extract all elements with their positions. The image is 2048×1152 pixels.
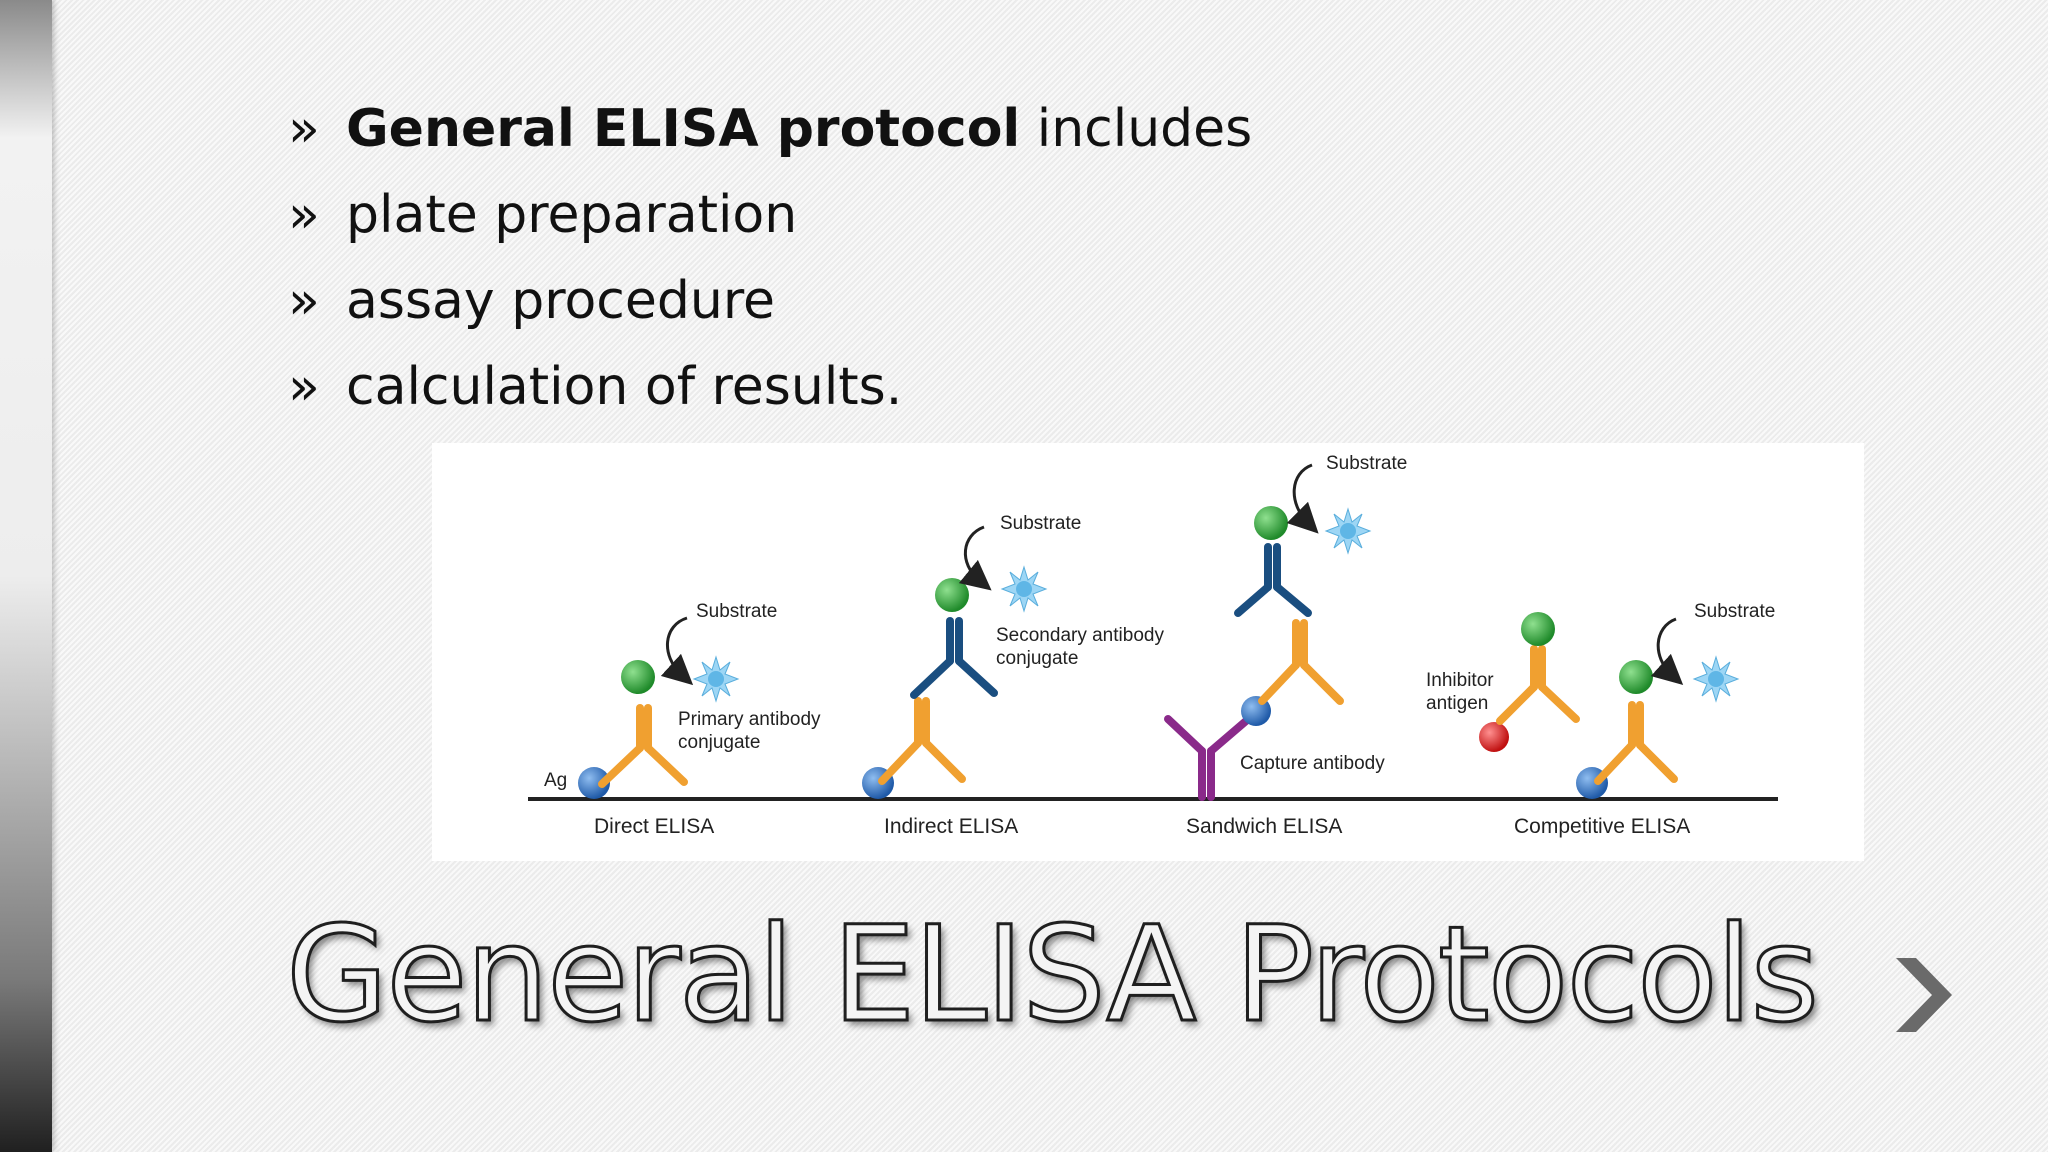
left-decorative-bar (0, 0, 52, 1152)
conjugate-label: Secondary antibody (996, 625, 1164, 646)
enzyme (935, 578, 969, 612)
detection-antibody (1258, 619, 1344, 705)
competitive-elisa-group: Substrate Inhibitor antigen Competitive … (1426, 601, 1775, 838)
capture-antibody (1164, 715, 1250, 801)
substrate-label: Substrate (696, 601, 777, 622)
bullet-marker: » (288, 357, 320, 417)
indirect-elisa-caption: Indirect ELISA (884, 815, 1018, 838)
substrate-icon (1693, 656, 1739, 702)
bullet-bold-text: General ELISA protocol (346, 99, 1021, 159)
direct-elisa-caption: Direct ELISA (594, 815, 714, 838)
inhibitor-label: antigen (1426, 693, 1488, 714)
enzyme (1619, 660, 1653, 694)
bullet-text: assay procedure (346, 271, 776, 331)
secondary-antibody (910, 617, 998, 699)
enzyme (1521, 612, 1555, 646)
bullet-text: calculation of results. (346, 357, 903, 417)
substrate-arrow (1650, 617, 1684, 686)
direct-elisa-group: Substrate Primary antibody conjugate Dir… (578, 601, 821, 838)
substrate-icon (693, 656, 739, 702)
secondary-antibody (1234, 543, 1312, 617)
bullet-item: » assay procedure (288, 258, 1252, 344)
antigen-ag-label: Ag (544, 770, 567, 791)
chevron-right-icon[interactable] (1890, 950, 1960, 1040)
bullet-text: includes (1020, 99, 1253, 159)
bullet-item: » plate preparation (288, 172, 1252, 258)
enzyme (1254, 506, 1288, 540)
bullet-marker: » (288, 271, 320, 331)
conjugate-label: conjugate (996, 648, 1078, 669)
enzyme (621, 660, 655, 694)
substrate-arrow (958, 525, 992, 591)
substrate-arrow (660, 616, 694, 686)
antigen (578, 767, 610, 799)
inhibitor-antigen (1479, 722, 1509, 752)
bound-antibody (1594, 701, 1678, 785)
substrate-label: Substrate (1326, 453, 1407, 474)
free-antibody (1496, 645, 1580, 725)
sandwich-elisa-caption: Sandwich ELISA (1186, 815, 1342, 838)
bullet-marker: » (288, 185, 320, 245)
substrate-icon (1325, 508, 1371, 554)
competitive-elisa-caption: Competitive ELISA (1514, 815, 1690, 838)
bullet-text: plate preparation (346, 185, 798, 245)
bullet-item: » General ELISA protocol includes (288, 86, 1252, 172)
primary-antibody (878, 697, 966, 785)
bullet-marker: » (288, 99, 320, 159)
elisa-types-diagram: Ag Substrate Primary antibody conjugate … (432, 443, 1864, 861)
substrate-arrow (1286, 463, 1319, 534)
conjugate-label: conjugate (678, 732, 760, 753)
primary-antibody (598, 704, 688, 788)
bullet-item: » calculation of results. (288, 344, 1252, 430)
indirect-elisa-group: Substrate Secondary antibody conjugate I… (862, 513, 1164, 838)
capture-antibody-label: Capture antibody (1240, 753, 1385, 774)
inhibitor-label: Inhibitor (1426, 670, 1494, 691)
slide-title: General ELISA Protocols (284, 897, 1820, 1054)
substrate-icon (1001, 566, 1047, 612)
sandwich-elisa-group: Substrate Capture antibody Sandwich ELIS… (1164, 453, 1407, 838)
bullet-list: » General ELISA protocol includes » plate … (288, 86, 1252, 430)
substrate-label: Substrate (1000, 513, 1081, 534)
substrate-label: Substrate (1694, 601, 1775, 622)
conjugate-label: Primary antibody (678, 709, 821, 730)
